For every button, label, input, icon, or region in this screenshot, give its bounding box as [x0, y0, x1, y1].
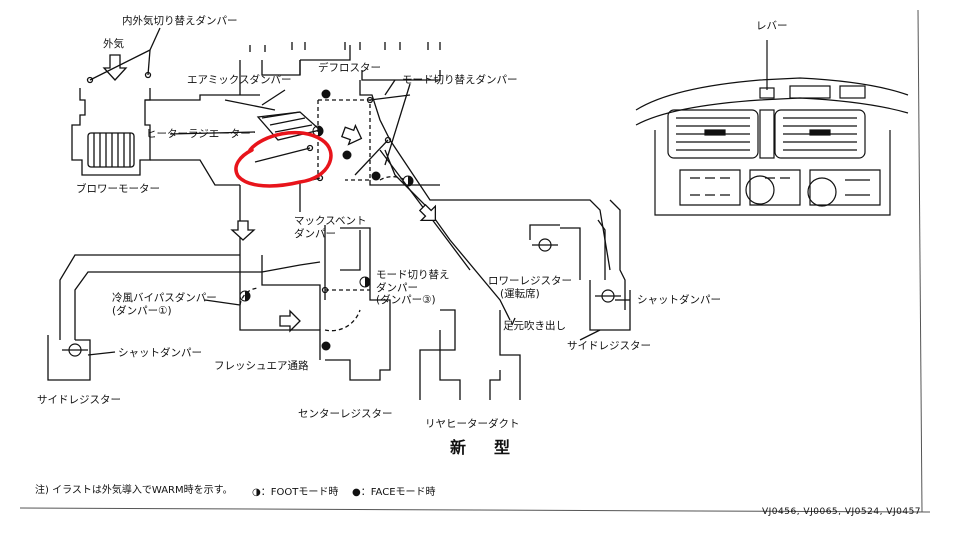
label-shut-damper-left: シャットダンパー — [118, 347, 202, 359]
left-side-duct — [59, 254, 262, 340]
label-blower-motor: ブロワーモーター — [76, 183, 160, 195]
label-mode-damper3-2: ダンパー — [376, 282, 418, 294]
label-mode-damper3-3: (ダンパー③) — [376, 294, 436, 306]
label-shut-damper-right: シャットダンパー — [637, 294, 721, 306]
label-mode-damper3-1: モード切り替え — [376, 269, 450, 281]
air-mix-damper-line — [254, 147, 311, 163]
center-register-duct — [325, 227, 391, 381]
label-side-register-right: サイドレジスター — [567, 340, 651, 352]
label-center-register: センターレジスター — [298, 408, 393, 420]
red-highlight-circle — [234, 130, 333, 188]
rear-heater-duct — [419, 309, 521, 400]
intake-duct — [71, 88, 151, 176]
label-max-vent-1: マックスベント — [294, 215, 367, 227]
footnote-face-legend: ●：FACEモード時 — [352, 487, 436, 498]
flow-arrow — [340, 123, 363, 146]
label-fresh-air-path: フレッシュエア通路 — [214, 360, 309, 372]
label-outside-air: 外気 — [103, 38, 124, 50]
label-rear-heater-duct: リヤヒーターダクト — [425, 418, 520, 430]
label-max-vent-2: ダンパー — [294, 228, 336, 240]
label-lower-register-1: ロワーレジスター — [488, 275, 572, 287]
label-lever: レバー — [756, 20, 788, 32]
label-mode-damper-top: モード切り替えダンパー — [402, 74, 518, 86]
label-heater-radiator: ヒーターラジエーター — [146, 128, 251, 140]
label-inner-outer-damper: 内外気切り替えダンパー — [122, 15, 238, 27]
heater-case — [239, 60, 321, 360]
label-defroster: デフロスター — [318, 62, 381, 74]
label-cold-bypass-1: 冷風バイパスダンパー — [112, 292, 217, 304]
footnote-foot-legend: ◑：FOOTモード時 — [252, 487, 339, 498]
outside-air-arrow — [102, 54, 128, 81]
label-cold-bypass-2: (ダンパー①) — [112, 305, 172, 317]
foot-mode-marker — [318, 126, 323, 136]
label-foot-outlet: 足元吹き出し — [503, 320, 566, 332]
face-mode-marker — [321, 89, 331, 99]
diagram-title: 新 型 — [450, 438, 517, 457]
reference-codes: VJ0456, VJ0065, VJ0524, VJ0457 — [762, 507, 922, 517]
footnote-text: 注) イラストは外気導入でWARM時を示す。 — [35, 485, 233, 496]
label-side-register-left: サイドレジスター — [37, 394, 121, 406]
label-lower-register-2: (運転席) — [500, 288, 540, 300]
blower-motor-shape — [87, 132, 135, 168]
label-air-mix-damper: エアミックスダンパー — [187, 74, 292, 86]
dashboard-inset — [635, 40, 909, 216]
right-side-duct — [597, 199, 626, 310]
